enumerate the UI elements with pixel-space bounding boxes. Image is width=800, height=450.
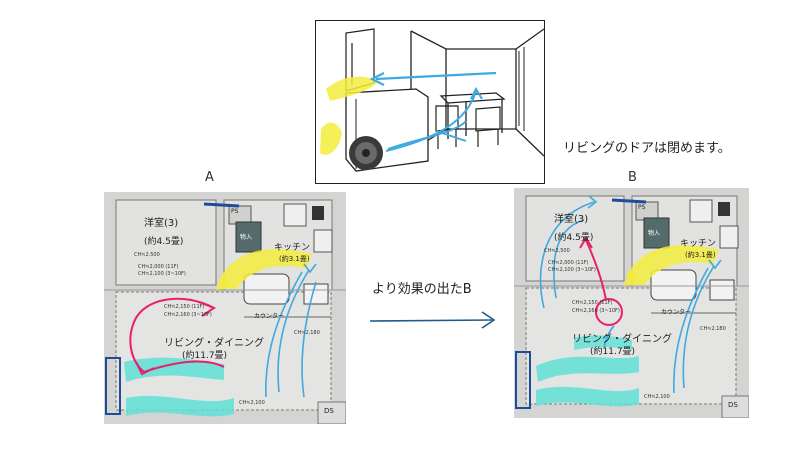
plan-b-ch-2: CH≒2,100 (3~10F): [548, 267, 596, 273]
plan-b-kitchen-size: (約3.1畳): [685, 251, 716, 259]
plan-a-room-western-size: (約4.5畳): [144, 237, 184, 247]
plan-a-ds: DS: [324, 407, 334, 415]
result-arrow: [369, 311, 496, 329]
plan-b-counter: カウンター: [661, 309, 692, 316]
plan-a-living: リビング・ダイニング: [164, 338, 264, 349]
plan-a-ch-3: CH≒2,150 (11F): [164, 304, 205, 310]
cool-band-b-upper: [536, 356, 639, 382]
floor-plan-a: 洋室(3) (約4.5畳) PS 物入 キッチン (約3.1畳) カウンター リ…: [104, 192, 346, 424]
plan-a-room-western: 洋室(3): [144, 218, 179, 229]
cool-band-a-upper: [124, 357, 224, 382]
door-note: リビングのドアは閉めます。: [563, 141, 731, 156]
plan-b-label: B: [628, 170, 637, 185]
heat-flow-a: [219, 249, 312, 290]
plan-a-ch-0: CH≒2,500: [134, 252, 160, 258]
heat-smudge-upper: [326, 76, 378, 101]
plan-b-ds: DS: [728, 401, 738, 409]
heat-smudge-lower: [320, 122, 342, 155]
plan-a-ps: PS: [231, 208, 239, 215]
red-path-a: [129, 297, 225, 374]
cool-band-b-lower: [536, 386, 639, 407]
plan-b-living-size: (約11.7畳): [590, 347, 636, 357]
red-circle-b: [595, 298, 623, 326]
floor-plan-b: 洋室(3) (約4.5畳) PS 物入 キッチン (約3.1畳) カウンター リ…: [514, 188, 749, 418]
plan-b-living: リビング・ダイニング: [572, 334, 672, 345]
plan-a-kitchen-size: (約3.1畳): [279, 255, 310, 263]
plan-b-ch-6: CH≒2,100: [644, 394, 670, 400]
plan-a-counter: カウンター: [254, 313, 285, 320]
plan-a-ch-6: CH≒2,100: [239, 400, 265, 406]
plan-a-storage: 物入: [240, 234, 253, 241]
door-marker: [105, 357, 121, 415]
plan-a-ch-1: CH≒2,000 (11F): [138, 264, 179, 270]
result-caption: より効果の出たB: [372, 282, 472, 297]
plan-b-kitchen: キッチン: [680, 239, 717, 249]
plan-a-ch-5: CH≒2,180: [294, 330, 320, 336]
room-sketch: [315, 20, 545, 184]
plan-b-ps: PS: [638, 204, 646, 211]
plan-b-ch-4: CH≒2,160 (3~10F): [572, 308, 620, 314]
plan-a-ch-2: CH≒2,100 (3~10F): [138, 271, 186, 277]
plan-b-ch-5: CH≒2,180: [700, 326, 726, 332]
door-marker: [515, 351, 531, 409]
plan-b-ch-0: CH≒2,500: [544, 248, 570, 254]
cool-band-a-lower: [126, 395, 234, 417]
plan-a-living-size: (約11.7畳): [182, 351, 228, 361]
plan-a-label: A: [205, 170, 214, 185]
plan-b-ch-3: CH≒2,150 (11F): [572, 300, 613, 306]
heat-flow-b: [626, 245, 719, 286]
plan-a-kitchen: キッチン: [274, 243, 311, 253]
plan-b-room-western: 洋室(3): [554, 214, 589, 225]
plan-b-room-western-size: (約4.5畳): [554, 233, 594, 243]
plan-b-ch-1: CH≒2,000 (11F): [548, 260, 589, 266]
plan-a-ch-4: CH≒2,160 (3~10F): [164, 312, 212, 318]
floor-plan-a-drawing: [104, 192, 346, 424]
room-sketch-drawing: [320, 28, 545, 172]
plan-b-storage: 物入: [648, 230, 661, 237]
floor-plan-b-drawing: [514, 188, 749, 418]
